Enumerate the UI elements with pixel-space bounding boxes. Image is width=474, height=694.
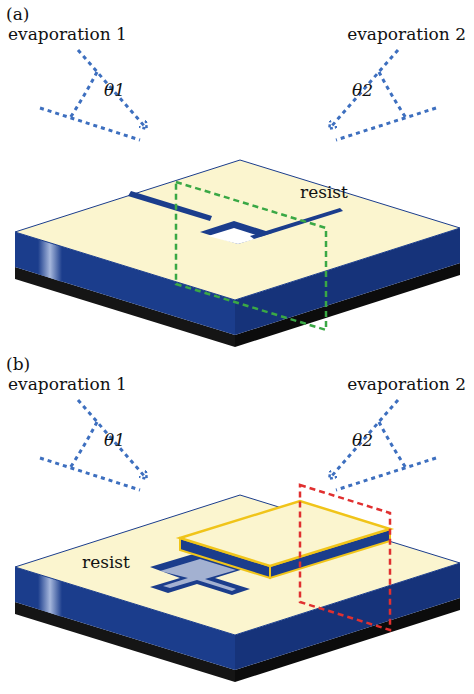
- material-label: resist: [300, 182, 348, 202]
- beam-label: evaporation 1: [8, 374, 127, 394]
- panel-tag: (b): [6, 354, 30, 374]
- panel-tag: (a): [6, 4, 29, 24]
- material-label: resist: [82, 552, 130, 572]
- angle-label: θ1: [104, 430, 125, 450]
- beam-label: evaporation 2: [347, 374, 466, 394]
- angle-label: θ2: [352, 430, 373, 450]
- angle-label: θ1: [104, 80, 125, 100]
- angle-label: θ2: [352, 80, 373, 100]
- beam-label: evaporation 2: [347, 24, 466, 44]
- beam-label: evaporation 1: [8, 24, 127, 44]
